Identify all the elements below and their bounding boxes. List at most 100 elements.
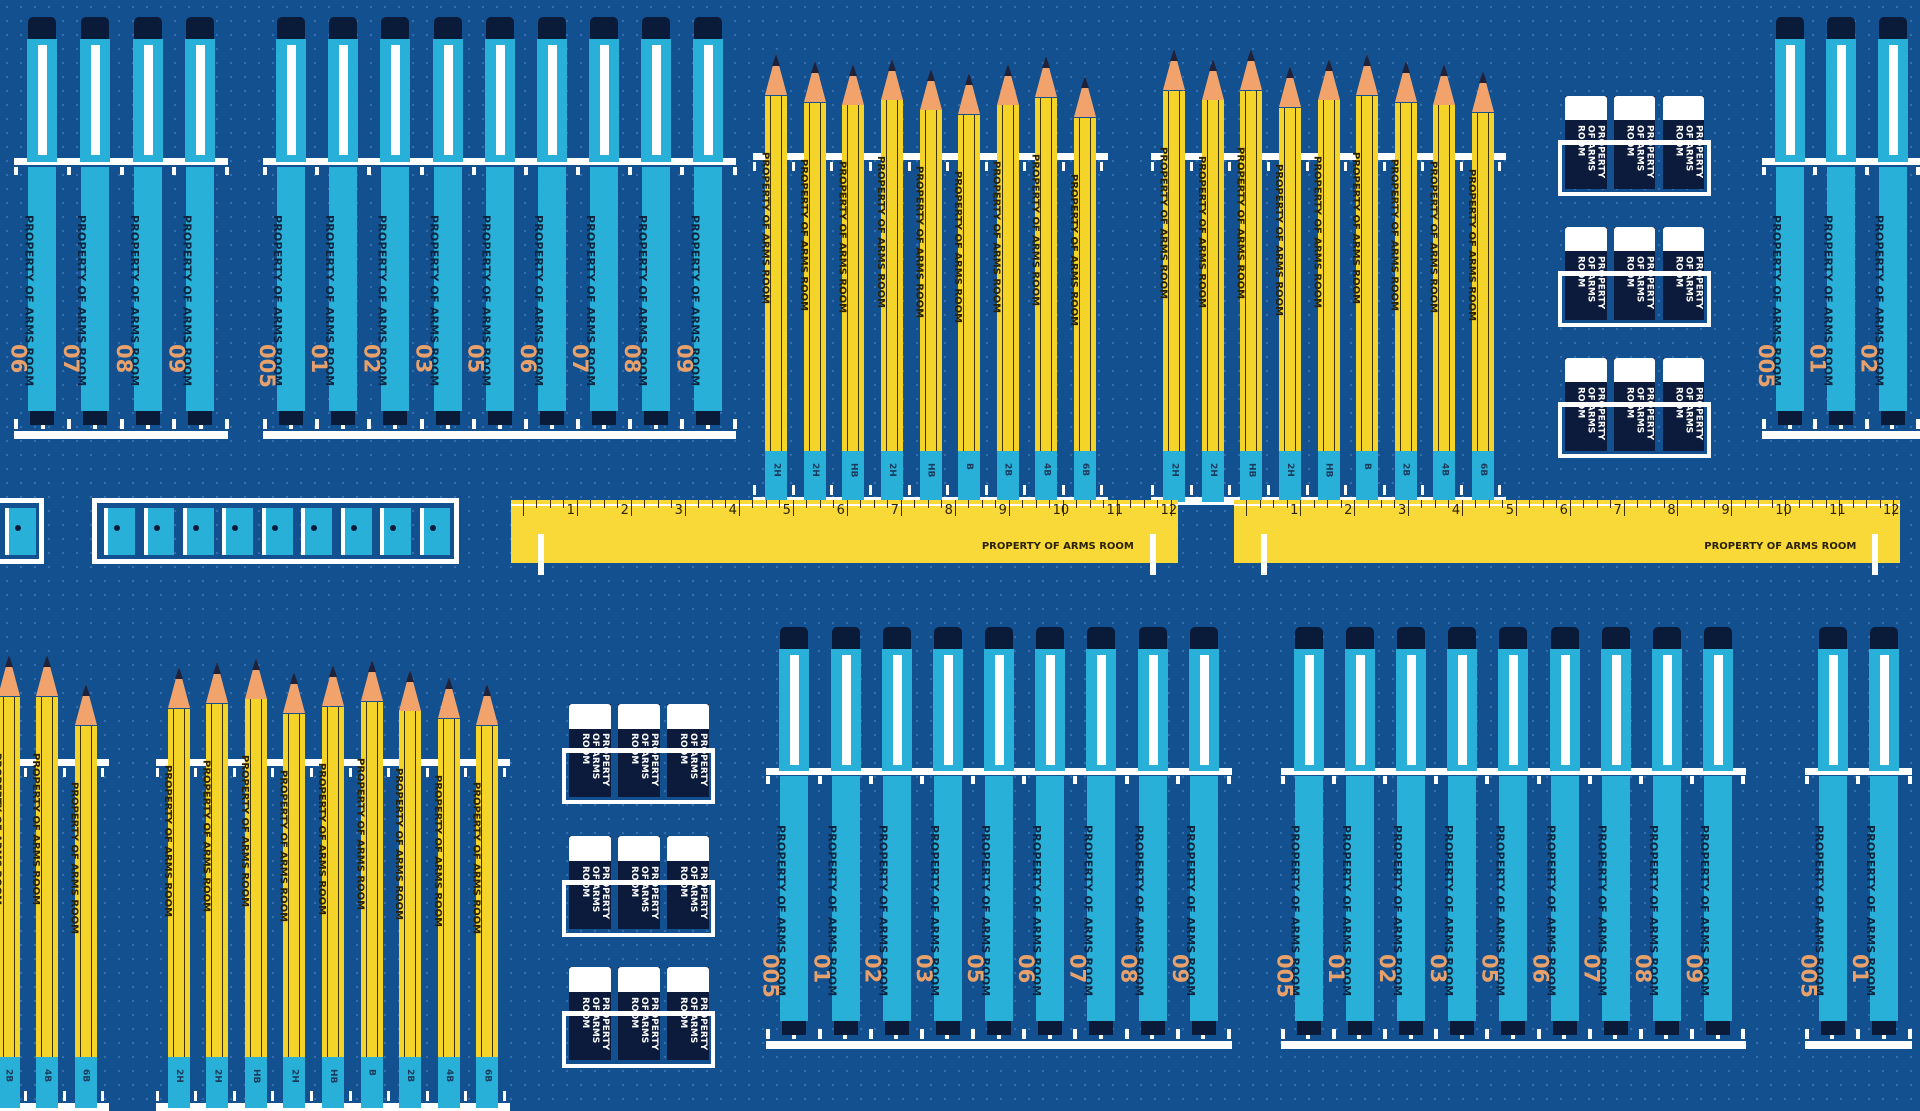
pencil-body: PROPERTY OF ARMS ROOM (1234, 90, 1263, 451)
eraser-sleeve-top (1662, 357, 1705, 383)
pencil-body: PROPERTY OF ARMS ROOM (393, 711, 422, 1057)
ruler-tick (1825, 499, 1827, 508)
ruler-edge (510, 504, 1178, 507)
ruler-property-label: PROPERTY OF ARMS ROOM (1704, 541, 1857, 553)
ruler-tick (1273, 499, 1275, 508)
rack-tooth (348, 767, 352, 777)
pencil-tip (1240, 48, 1263, 90)
eraser-holder (562, 1011, 716, 1068)
pencil-tip (765, 53, 788, 95)
ruler-tick (1407, 499, 1409, 516)
rack-tooth (1100, 484, 1104, 495)
rack-tooth (984, 484, 988, 495)
ruler-number: 7 (1613, 503, 1622, 519)
pencil-grade-label: 6B (482, 1068, 493, 1083)
ruler-tick (792, 499, 794, 516)
sharpener-hole (114, 525, 121, 532)
ruler-property-label: PROPERTY OF ARMS ROOM (981, 541, 1134, 553)
pencil-lead (1003, 63, 1012, 76)
pencil-tip (919, 68, 942, 110)
rack-tooth (1498, 161, 1502, 171)
pencil-grade-label: 2H (1207, 462, 1218, 477)
ruler-number: 5 (1505, 503, 1515, 519)
ruler-number: 2 (620, 503, 629, 519)
sharpener-icon (104, 508, 135, 555)
pencil-lead (367, 660, 376, 672)
pencil-ferrule: HB (322, 1056, 345, 1109)
pencil-grade-label: 4B (1041, 462, 1052, 476)
rack-tooth (830, 484, 834, 495)
ruler-tick (1717, 499, 1719, 508)
ruler-tick (1569, 499, 1571, 516)
pencil-ferrule: 6B (476, 1056, 499, 1109)
pencil-lead (1042, 56, 1051, 69)
ruler-tick (1583, 499, 1585, 508)
ruler-tick (819, 499, 821, 508)
pencil-ferrule: 2H (1278, 450, 1301, 503)
ruler-number: 6 (836, 503, 845, 519)
ruler-tick (1785, 499, 1787, 516)
ruler-number: 3 (1397, 503, 1407, 519)
pencil-lead (329, 664, 338, 677)
sharpener-hole (232, 525, 239, 532)
pencil-ferrule: B (1356, 450, 1379, 503)
rack-tooth (1421, 484, 1425, 495)
pencil-ferrule: 4B (1035, 450, 1058, 503)
pencil-ferrule: 2B (1394, 450, 1417, 503)
ruler-tick (630, 499, 632, 516)
rack-tooth (348, 1091, 352, 1102)
pencil-ferrule: 2H (881, 450, 904, 503)
sharpener-row-left (0, 498, 45, 565)
ruler-tick (536, 499, 538, 508)
pencil-body: PROPERTY OF ARMS ROOM (1466, 112, 1494, 451)
ruler-clip (1261, 533, 1268, 576)
ruler-tick (1143, 499, 1145, 508)
ruler-number: 5 (782, 503, 791, 519)
eraser-sleeve-top (1564, 357, 1607, 383)
pencil-grade-label: 4B (443, 1068, 454, 1083)
rack-tooth (232, 767, 236, 777)
ruler-tick (765, 499, 767, 508)
rack-tooth (1421, 161, 1425, 171)
ruler-tick (590, 499, 592, 508)
eraser-sleeve-top (1564, 95, 1607, 120)
pencil-tip (881, 58, 904, 100)
rack-tooth (502, 1091, 506, 1102)
rack-tooth (1061, 161, 1065, 171)
ruler-number: 8 (1667, 503, 1676, 519)
ruler-tick (1116, 499, 1118, 516)
sharpener-icon (143, 508, 175, 555)
rack-tooth (387, 1091, 391, 1102)
pencil-body: PROPERTY OF ARMS ROOM (200, 704, 229, 1057)
pencil-lead (772, 53, 781, 66)
ruler-tick (563, 499, 565, 508)
pencil-ferrule: HB (842, 450, 865, 503)
pencil-lead (1478, 71, 1487, 84)
ruler-tick (1852, 499, 1854, 508)
pencil-ferrule: HB (919, 450, 942, 503)
pencil-grade-label: 6B (1477, 462, 1488, 476)
pencil-lead (1401, 61, 1410, 74)
pencil-grade-label: 2H (173, 1068, 184, 1083)
pencil-tip (996, 63, 1019, 105)
ruler-tick (1771, 499, 1773, 508)
ruler-edge (1234, 504, 1901, 507)
pencil-body: PROPERTY OF ARMS ROOM (1312, 100, 1340, 451)
pencil-body: PROPERTY OF ARMS ROOM (1350, 95, 1379, 451)
ruler-tick (1170, 499, 1172, 516)
ruler-tick (968, 499, 970, 508)
pencil-body: PROPERTY OF ARMS ROOM (1427, 105, 1456, 451)
ruler-number: 9 (1721, 503, 1730, 519)
rack-tooth (101, 767, 105, 777)
